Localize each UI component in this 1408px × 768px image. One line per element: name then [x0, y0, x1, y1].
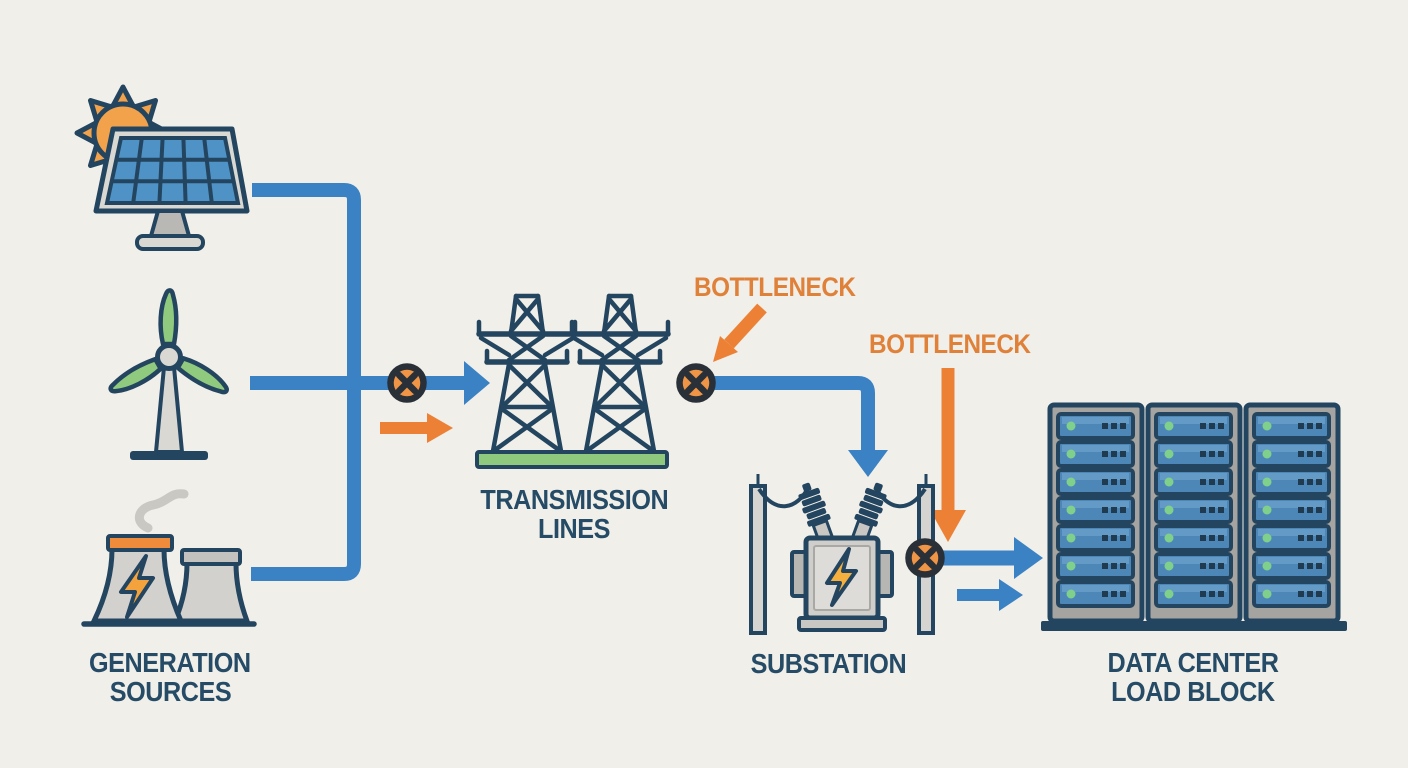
solar-panel-icon — [93, 126, 250, 251]
power-flow-arrowheads — [464, 361, 1043, 611]
transmission-lines-label: TRANSMISSION LINES — [480, 484, 668, 544]
bottleneck-annotation-transmission: BOTTLENECK — [694, 272, 856, 302]
generation-sources-label: GENERATION SOURCES — [89, 647, 251, 707]
data-center-load-block-label: DATA CENTER LOAD BLOCK — [1107, 647, 1279, 707]
bottleneck-x-icon-generation — [391, 367, 424, 400]
bottleneck-x-icon-substation — [909, 542, 942, 575]
transmission-towers-icon — [475, 296, 668, 469]
wind-turbine-icon — [108, 288, 229, 460]
substation-label: SUBSTATION — [750, 648, 906, 679]
server-racks-icon — [1041, 405, 1347, 631]
bottleneck-annotation-substation: BOTTLENECK — [869, 329, 1031, 359]
bottleneck-x-icon-transmission — [680, 367, 713, 400]
power-plant-icon — [81, 489, 257, 627]
bottleneck-arrows — [380, 303, 966, 542]
substation-transformer-icon — [749, 474, 935, 635]
